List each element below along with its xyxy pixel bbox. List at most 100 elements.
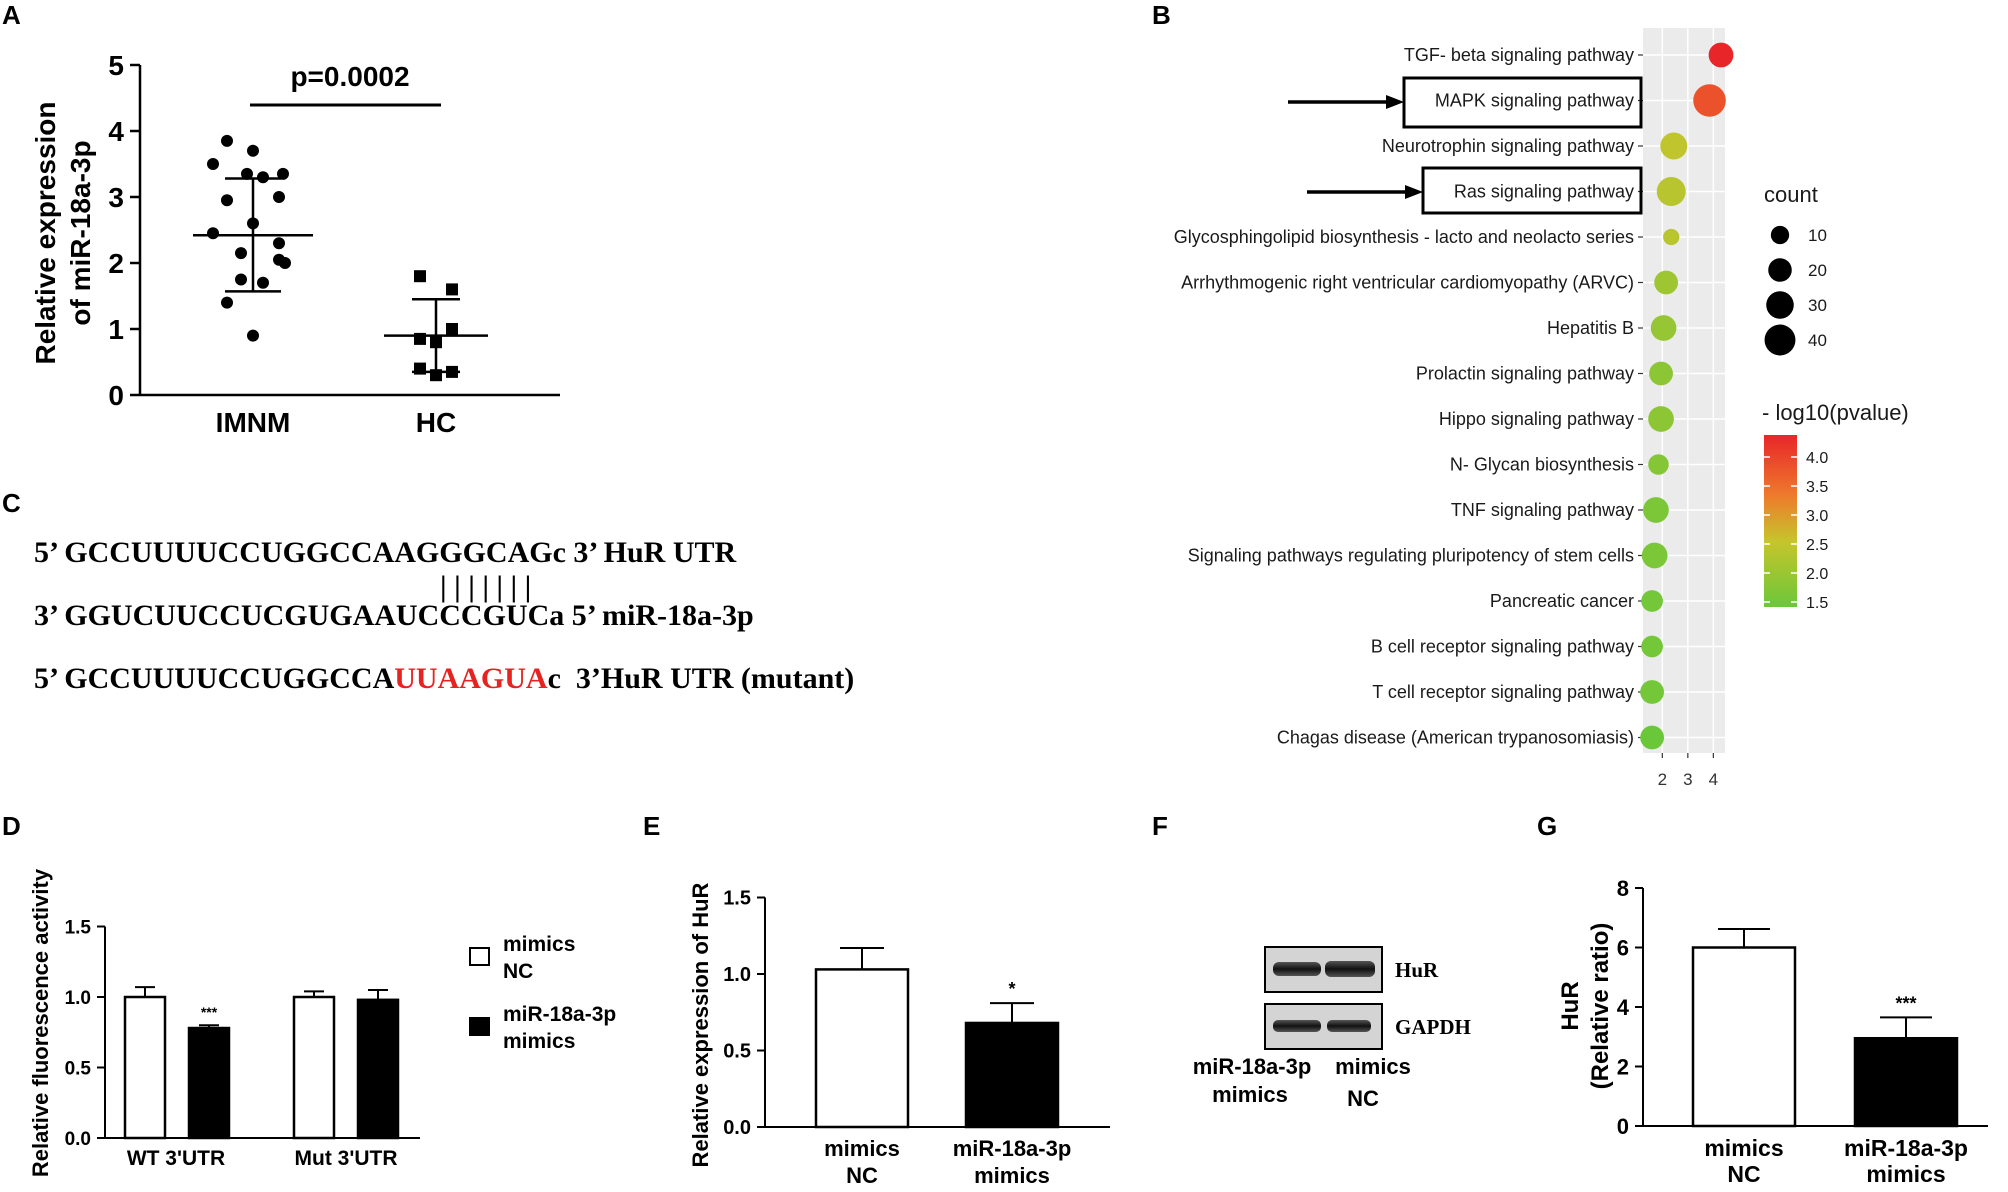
data-point bbox=[414, 332, 426, 345]
data-point bbox=[221, 194, 233, 207]
panel-g-ylabel-line2: (Relative ratio) bbox=[1587, 923, 1614, 1090]
panel-e-y-axis: 0.00.51.01.5 bbox=[723, 888, 766, 1139]
panel-e-y-axis-tick-label: 1.0 bbox=[723, 964, 751, 986]
mutant-suffix: c 3’HuR UTR (mutant) bbox=[548, 662, 855, 695]
panel-d-legend: mimics NC miR-18a-3p mimics bbox=[469, 933, 616, 1053]
panel-f: F HuR GAPDH miR-18a-3p mimics mimics NC bbox=[1152, 811, 1471, 1111]
panel-a-ylabel-line2: of miR-18a-3p bbox=[65, 140, 96, 325]
count-legend-dot bbox=[1764, 324, 1796, 356]
data-point bbox=[207, 227, 219, 240]
legend-mimics-nc-line1: mimics bbox=[503, 933, 575, 956]
data-point bbox=[414, 362, 426, 375]
pathway-label: Pancreatic cancer bbox=[1490, 591, 1634, 611]
pathway-point bbox=[1641, 542, 1668, 569]
pathway-point bbox=[1641, 590, 1663, 612]
x-tick-label: HC bbox=[416, 407, 456, 438]
pathway-point bbox=[1640, 725, 1665, 750]
pathway-point bbox=[1663, 228, 1680, 246]
data-point bbox=[221, 296, 233, 309]
panel-a: A Relative expression of miR-18a-3p 0123… bbox=[2, 0, 560, 438]
data-point bbox=[430, 369, 442, 382]
pathway-point bbox=[1650, 315, 1677, 341]
panel-e-plot: * bbox=[814, 946, 1060, 1129]
pathway-point bbox=[1660, 132, 1688, 160]
pathway-label: Neurotrophin signaling pathway bbox=[1382, 136, 1634, 156]
panel-letter-d: D bbox=[2, 811, 21, 841]
legend-mir18a-line1: miR-18a-3p bbox=[503, 1003, 616, 1026]
data-point bbox=[279, 257, 291, 269]
panel-g-y-axis-tick-label: 8 bbox=[1617, 876, 1629, 901]
panel-e-y-axis-tick-label: 0.0 bbox=[723, 1117, 751, 1139]
panel-g-y-axis-tick-label: 0 bbox=[1617, 1114, 1629, 1139]
x-tick-label-line1: mimics bbox=[824, 1136, 900, 1161]
legend-mimics-nc-line2: NC bbox=[503, 960, 533, 983]
data-point bbox=[247, 144, 259, 157]
panel-a-y-axis-tick-label: 1 bbox=[108, 314, 124, 345]
ras-highlight-box bbox=[1421, 166, 1643, 215]
pathway-point bbox=[1641, 635, 1663, 658]
pathway-label: MAPK signaling pathway bbox=[1435, 91, 1634, 111]
pathway-label: Chagas disease (American trypanosomiasis… bbox=[1277, 728, 1634, 748]
panel-g-y-axis-tick-label: 4 bbox=[1617, 995, 1630, 1020]
x-tick-label-line1: miR-18a-3p bbox=[953, 1136, 1072, 1161]
x-tick-label-line2: NC bbox=[1727, 1161, 1760, 1187]
panel-d-y-axis: 0.00.51.01.5 bbox=[65, 917, 106, 1150]
panel-a-x-tick-labels: IMNM HC bbox=[216, 407, 457, 438]
gapdh-blot-label: GAPDH bbox=[1395, 1015, 1471, 1039]
hur-band-lane2 bbox=[1325, 961, 1375, 977]
count-legend-dot bbox=[1766, 291, 1794, 319]
data-point bbox=[247, 329, 259, 342]
base-pairing-lines: | | | | | | | bbox=[440, 570, 531, 603]
panel-c: C 5’ GCCUUUUCCUGGCCAAGGGCAGc 3’ HuR UTR … bbox=[2, 488, 854, 695]
count-legend-label: 40 bbox=[1808, 331, 1827, 350]
pathway-point bbox=[1643, 497, 1669, 523]
hur-blot-label: HuR bbox=[1395, 958, 1439, 982]
data-point bbox=[207, 158, 219, 170]
pathway-point bbox=[1708, 42, 1734, 68]
panel-d: D Relative fluorescence activity 0.00.51… bbox=[2, 811, 616, 1177]
panel-g-y-axis-tick-label: 6 bbox=[1617, 935, 1629, 960]
bar bbox=[356, 998, 400, 1140]
data-point bbox=[273, 237, 285, 250]
panel-letter-a: A bbox=[2, 0, 21, 30]
pathway-point bbox=[1693, 84, 1726, 117]
data-point bbox=[277, 167, 289, 180]
lane-label-1-line1: miR-18a-3p bbox=[1193, 1054, 1312, 1079]
pathway-point bbox=[1654, 270, 1679, 295]
count-legend-label: 10 bbox=[1808, 226, 1827, 245]
panel-a-pvalue: p=0.0002 bbox=[290, 61, 409, 92]
panel-a-ylabel-line1: Relative expression bbox=[30, 101, 61, 364]
pathway-point bbox=[1656, 176, 1686, 207]
data-point bbox=[446, 283, 458, 296]
panel-e-y-axis-tick-label: 0.5 bbox=[723, 1041, 751, 1063]
mapk-highlight-box bbox=[1402, 76, 1643, 129]
panel-letter-g: G bbox=[1537, 811, 1557, 841]
pathway-label: T cell receptor signaling pathway bbox=[1372, 682, 1634, 702]
mapk-arrow-icon bbox=[1386, 95, 1404, 109]
x-tick-label: Mut 3'UTR bbox=[295, 1147, 398, 1170]
panel-a-y-axis-tick-label: 5 bbox=[108, 50, 124, 81]
count-legend-dot bbox=[1770, 225, 1790, 245]
x-tick-label: IMNM bbox=[216, 407, 291, 438]
data-point bbox=[257, 171, 269, 184]
bar bbox=[1691, 946, 1797, 1128]
legend-swatch-mir18a-mimics bbox=[469, 1017, 490, 1036]
lane-label-1-line2: mimics bbox=[1212, 1082, 1288, 1107]
pathway-label: Arrhythmogenic right ventricular cardiom… bbox=[1181, 273, 1634, 293]
color-legend-ticks: 4.03.53.02.52.01.5 bbox=[1764, 450, 1828, 612]
panel-b-points bbox=[1640, 42, 1734, 750]
pathway-label: Hippo signaling pathway bbox=[1439, 409, 1634, 429]
significance-mark: * bbox=[1008, 979, 1015, 999]
data-point bbox=[221, 134, 233, 147]
panel-d-y-axis-tick-label: 0.5 bbox=[65, 1058, 92, 1079]
data-point bbox=[235, 247, 247, 260]
data-point bbox=[446, 323, 458, 335]
gapdh-band-lane1 bbox=[1273, 1020, 1321, 1032]
